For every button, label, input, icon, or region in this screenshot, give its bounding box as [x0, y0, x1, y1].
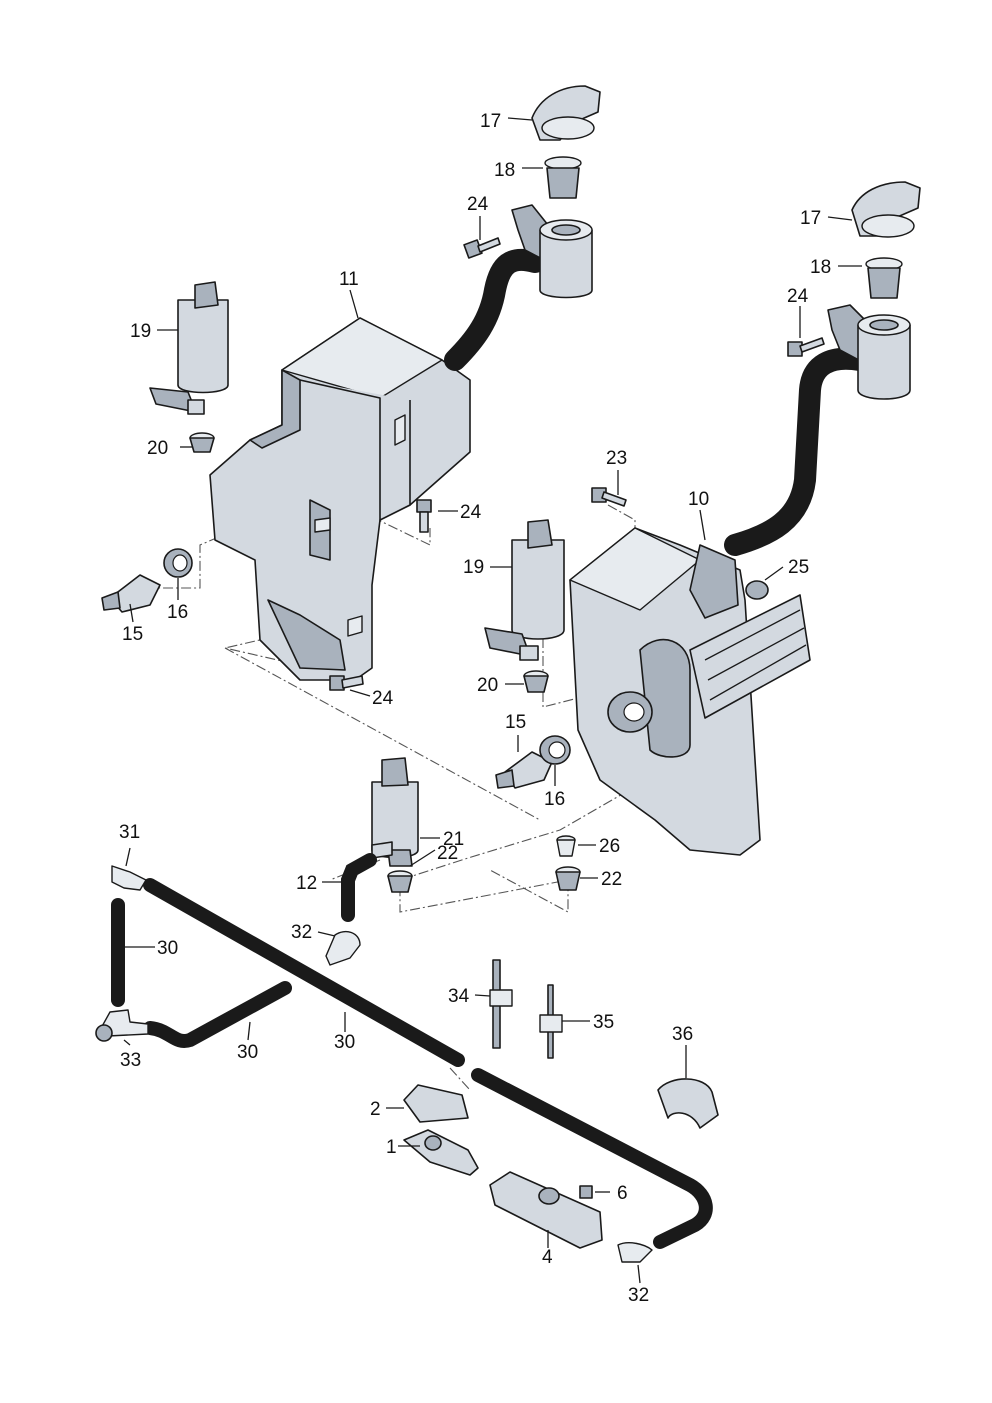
callout-36: 36: [672, 1024, 693, 1045]
hose-30-long: [143, 878, 713, 1249]
callout-labels: 17 18 24 11 19 20 24 15 16 24 17 18 24 2…: [119, 111, 831, 1306]
callout-15-left: 15: [122, 624, 143, 645]
filler-neck-hose-right: [724, 347, 871, 556]
cylinder-4: [489, 1171, 603, 1249]
jet-1: [403, 1129, 479, 1176]
washer-pump-left: [149, 281, 229, 415]
filler-neck-left: [511, 204, 593, 299]
callout-11: 11: [339, 269, 359, 290]
filler-neck-right: [827, 304, 911, 400]
washer-tank-right: [569, 527, 761, 856]
seal-right: [539, 735, 571, 765]
callout-21: 21: [443, 829, 464, 850]
callout-35: 35: [593, 1012, 614, 1033]
callout-22-left: 22: [437, 843, 458, 864]
connector-31: [111, 865, 147, 891]
elbow-32-lower: [617, 1242, 653, 1263]
callout-20-left: 20: [147, 438, 168, 459]
callout-4: 4: [542, 1247, 553, 1268]
cover-2: [403, 1084, 469, 1123]
callout-31: 31: [119, 822, 140, 843]
callout-25: 25: [788, 557, 809, 578]
callout-15-right: 15: [505, 712, 526, 733]
grommet-22-right: [555, 866, 581, 891]
elbow-12: [341, 853, 377, 922]
clip-35: [539, 984, 563, 1059]
filler-cap-right: [851, 181, 921, 238]
callout-20-right: 20: [477, 675, 498, 696]
leader-lines: [123, 117, 862, 1284]
callout-24-upper-right: 24: [787, 286, 809, 307]
strainer-right: [865, 257, 903, 299]
callout-16-right: 16: [544, 789, 565, 810]
callout-12: 12: [296, 873, 317, 894]
nut-25: [745, 580, 769, 600]
callout-17-right: 17: [800, 208, 821, 229]
callout-16-left: 16: [167, 602, 188, 623]
cable-tie-34: [489, 959, 513, 1049]
bolt-24-mid-left: [416, 499, 432, 533]
callout-2: 2: [370, 1099, 381, 1120]
callout-18-right: 18: [810, 257, 831, 278]
callout-30-vertical: 30: [157, 938, 178, 959]
callout-30-long: 30: [334, 1032, 355, 1053]
callout-30-curved: 30: [237, 1042, 258, 1063]
callout-17-left: 17: [480, 111, 501, 132]
callout-26: 26: [599, 836, 620, 857]
callout-24-mid-left: 24: [460, 502, 482, 523]
grommet-left: [189, 432, 215, 453]
level-sender-right: [495, 751, 553, 789]
bolt-24-upper-left: [463, 237, 501, 259]
callout-24-upper-left: 24: [467, 194, 489, 215]
grommet-right: [523, 670, 549, 693]
callout-34: 34: [448, 986, 470, 1007]
grommet-22-left: [387, 870, 413, 893]
callout-22-right: 22: [601, 869, 622, 890]
bolt-6: [579, 1185, 593, 1199]
seal-left: [163, 548, 193, 578]
callout-18-left: 18: [494, 160, 515, 181]
callout-19-left: 19: [130, 321, 151, 342]
mounting-bracket-right: [689, 594, 811, 719]
callout-32-lower: 32: [628, 1285, 649, 1306]
washer-pump-right: [484, 519, 565, 661]
callout-10: 10: [688, 489, 709, 510]
filler-cap-left: [531, 85, 601, 141]
plug-26: [556, 835, 576, 857]
level-sender-left: [101, 574, 161, 613]
elbow-32-upper: [325, 930, 361, 966]
bolt-24-upper-right: [787, 337, 825, 357]
callout-24-lower: 24: [372, 688, 394, 709]
strainer-left: [544, 156, 582, 199]
callout-19-right: 19: [463, 557, 484, 578]
bolt-23: [591, 487, 627, 507]
callout-32-upper: 32: [291, 922, 312, 943]
washer-tank-left: [209, 317, 471, 681]
t-piece-33: [95, 1009, 149, 1042]
callout-6: 6: [617, 1183, 628, 1204]
hose-30-curved: [143, 981, 292, 1048]
callout-1: 1: [386, 1137, 397, 1158]
bolt-24-lower: [329, 675, 364, 691]
washer-pump-21: [371, 757, 419, 867]
filler-neck-hose-left: [444, 248, 546, 371]
callout-23: 23: [606, 448, 627, 469]
clamp-36: [657, 1078, 719, 1129]
callout-33: 33: [120, 1050, 141, 1071]
